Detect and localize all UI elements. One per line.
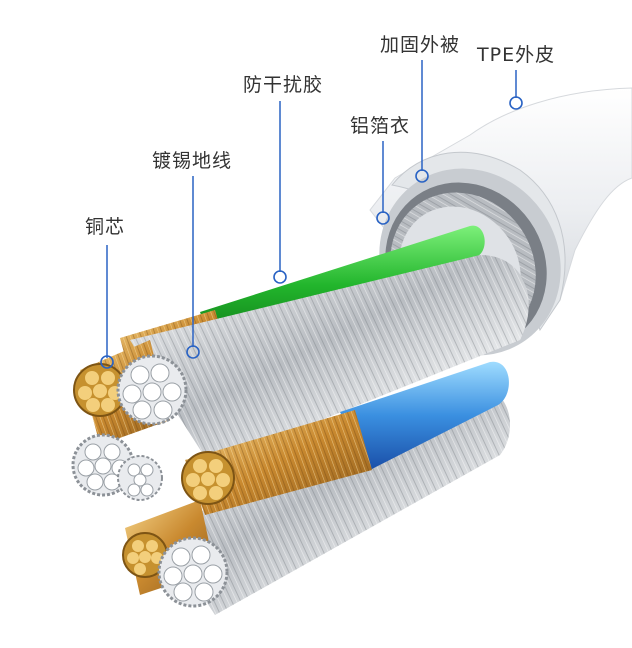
label-aluminum-foil: 铝箔衣 bbox=[350, 115, 411, 137]
callout-copper-core bbox=[100, 245, 114, 369]
callout-anti-interference bbox=[273, 101, 287, 284]
silver-core-end-top bbox=[116, 354, 188, 426]
callout-reinforced-braid bbox=[415, 60, 429, 183]
label-anti-interference: 防干扰胶 bbox=[243, 74, 324, 96]
silver-core-end-bottom bbox=[157, 536, 229, 608]
label-tpe-jacket: TPE外皮 bbox=[477, 44, 556, 66]
copper-core-end-mid bbox=[181, 451, 235, 505]
label-reinforced-braid: 加固外被 bbox=[380, 34, 461, 56]
label-copper-core: 铜芯 bbox=[85, 216, 126, 238]
callout-tpe-jacket bbox=[509, 70, 523, 110]
lower-silver-bundle bbox=[160, 388, 510, 615]
callout-aluminum-foil bbox=[376, 141, 390, 225]
tinned-ground-bundle bbox=[130, 255, 529, 465]
silver-core-end-small bbox=[117, 455, 163, 501]
label-tinned-ground: 镀锡地线 bbox=[152, 150, 233, 172]
callout-tinned-ground bbox=[186, 176, 200, 359]
